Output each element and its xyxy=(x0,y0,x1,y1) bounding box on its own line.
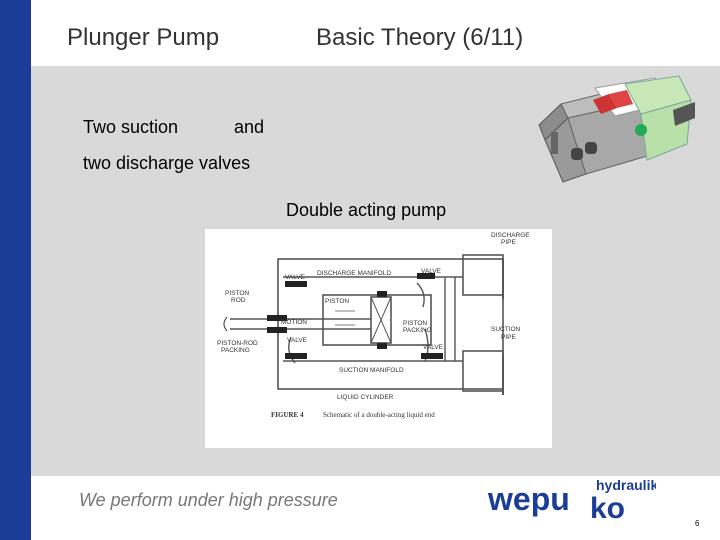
label-liquid-cylinder: LIQUID CYLINDER xyxy=(337,394,394,401)
slide-footer xyxy=(31,476,720,540)
wepuko-hydraulik-logo: wepu ko hydraulik xyxy=(488,477,656,522)
label-suction-pipe: SUCTION xyxy=(491,326,521,333)
label-discharge-pipe-2: PIPE xyxy=(501,239,516,246)
slide-title: Plunger Pump xyxy=(67,24,220,51)
slide-subtitle: Basic Theory (6/11) xyxy=(316,24,524,51)
logo-ko: ko xyxy=(590,492,625,522)
text-and: and xyxy=(234,117,265,137)
label-piston: PISTON xyxy=(325,298,349,305)
label-valve-top-right: VALVE xyxy=(421,268,442,275)
label-piston-packing-2: PACKING xyxy=(403,327,432,334)
logo-hydraulik: hydraulik xyxy=(596,477,656,493)
slide-header xyxy=(31,0,720,66)
label-piston-rod-packing-2: PACKING xyxy=(221,347,250,354)
text-two-discharge-valves: two discharge valves xyxy=(83,153,251,173)
label-piston-rod: PISTON xyxy=(225,290,249,297)
figure-caption: Schematic of a double-acting liquid end xyxy=(323,411,435,419)
label-valve-bottom-left: VALVE xyxy=(287,337,308,344)
footer-slogan: We perform under high pressure xyxy=(79,490,338,510)
left-accent-bar xyxy=(0,0,31,540)
label-valve-bottom-right: VALVE xyxy=(423,344,444,351)
page-number: 6 xyxy=(695,519,700,528)
label-suction-manifold: SUCTION MANIFOLD xyxy=(339,367,404,374)
label-suction-pipe-2: PIPE xyxy=(501,334,516,341)
label-discharge-manifold: DISCHARGE MANIFOLD xyxy=(317,270,391,277)
figure-label: FIGURE 4 xyxy=(271,411,304,419)
label-discharge-pipe: DISCHARGE xyxy=(491,232,530,239)
label-motion: MOTION xyxy=(281,319,307,326)
double-acting-pump-diagram: DISCHARGE PIPE DISCHARGE MANIFOLD VALVE … xyxy=(205,229,552,448)
label-piston-packing: PISTON xyxy=(403,320,427,327)
label-piston-rod-packing: PISTON-ROD xyxy=(217,340,258,347)
logo-wepu: wepu xyxy=(488,481,570,517)
pump-photo xyxy=(523,70,698,186)
label-valve-top-left: VALVE xyxy=(285,274,306,281)
label-piston-rod-2: ROD xyxy=(231,297,246,304)
diagram-title: Double acting pump xyxy=(286,200,447,220)
text-two-suction: Two suction xyxy=(83,117,179,137)
